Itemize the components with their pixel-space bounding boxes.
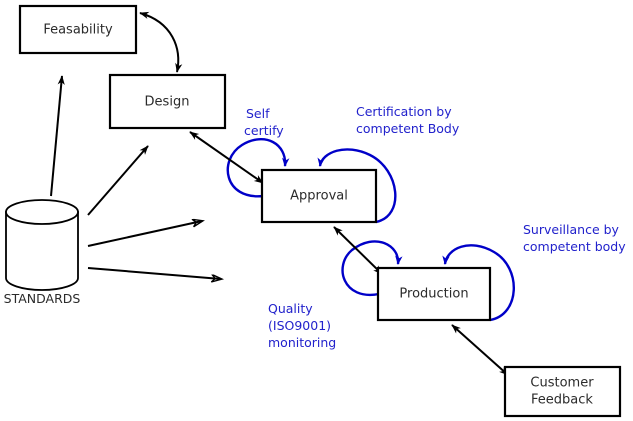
production-box: [376, 266, 492, 322]
flow-standards-to-feasability: [50, 75, 65, 197]
design-box: [108, 73, 227, 130]
annotation-self-certify-line1: Self: [246, 106, 270, 121]
node-production[interactable]: Production: [376, 266, 492, 322]
approval-box: [260, 168, 378, 224]
flow-design-to-feasability: [139, 11, 183, 73]
approval-label: Approval: [290, 189, 348, 204]
flow-standards-to-production: [87, 267, 221, 279]
annotation-surveillance-line2: competent body: [523, 239, 626, 254]
annotation-quality-line2: (ISO9001): [268, 318, 331, 333]
customer-feedback-label-line1: Customer: [530, 376, 594, 391]
customer-feedback-box: [503, 365, 622, 418]
annotation-certification-line1: Certification by: [356, 104, 452, 119]
annotation-group: Self certify Certification by competent …: [244, 104, 626, 350]
feasability-label: Feasability: [43, 23, 113, 38]
production-surveillance-loop: [442, 244, 515, 322]
flow-standards-to-design: [87, 145, 149, 216]
annotation-certification-line2: competent Body: [356, 121, 460, 136]
flow-approval-to-production: [333, 226, 383, 275]
customer-feedback-label-line2: Feedback: [531, 393, 593, 408]
annotation-self-certify: Self certify: [244, 106, 284, 138]
standards-cylinder-top: [5, 199, 79, 225]
annotation-quality-line1: Quality: [268, 301, 313, 316]
node-standards[interactable]: STANDARDS: [4, 199, 81, 306]
standards-cylinder-body: [5, 211, 79, 291]
flow-production-to-customer-feedback: [451, 324, 509, 376]
flow-standards-to-approval: [87, 221, 202, 247]
annotation-surveillance-line1: Surveillance by: [523, 222, 620, 237]
standards-label: STANDARDS: [4, 291, 81, 306]
annotation-quality: Quality (ISO9001) monitoring: [268, 301, 336, 350]
production-label: Production: [399, 287, 468, 302]
design-label: Design: [145, 95, 190, 110]
flow-arrow-group: [50, 11, 509, 376]
annotation-self-certify-line2: certify: [244, 123, 284, 138]
flow-design-to-approval: [189, 131, 264, 184]
annotation-certification: Certification by competent Body: [356, 104, 460, 136]
node-feasability[interactable]: Feasability: [18, 4, 138, 55]
annotation-surveillance: Surveillance by competent body: [523, 222, 626, 254]
node-design[interactable]: Design: [108, 73, 227, 130]
node-approval[interactable]: Approval: [260, 168, 378, 224]
annotation-quality-line3: monitoring: [268, 335, 336, 350]
approval-certification-loop: [317, 148, 397, 224]
node-customer-feedback[interactable]: Customer Feedback: [503, 365, 622, 418]
feasability-box: [18, 4, 138, 55]
